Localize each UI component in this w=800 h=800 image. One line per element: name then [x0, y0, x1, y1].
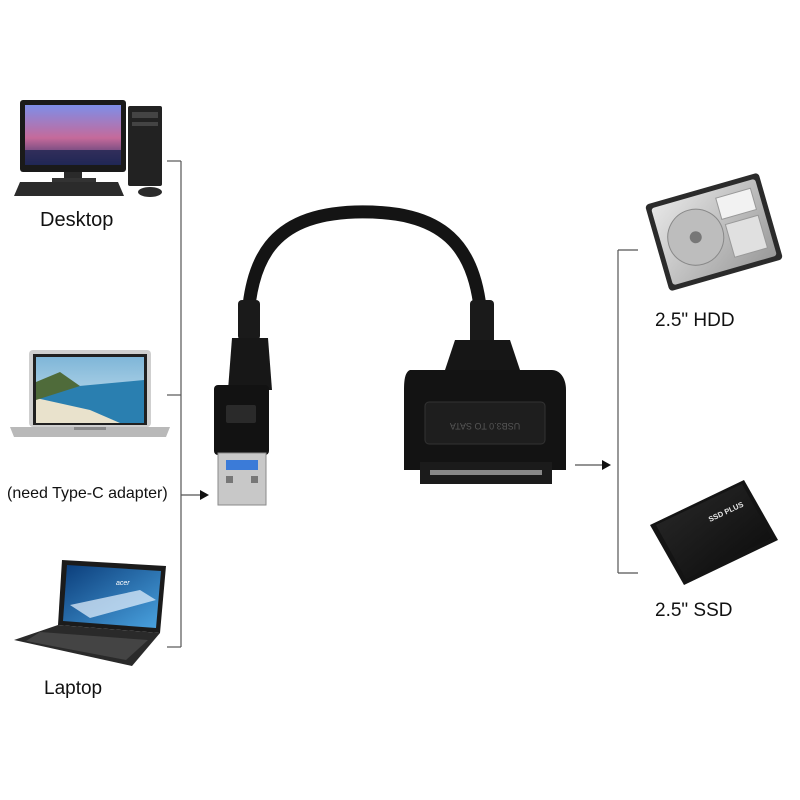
desktop-computer-icon [14, 100, 162, 197]
arrow-right-icon [200, 490, 209, 500]
adapter-engraving: USB3.0 TO SATA [450, 421, 520, 431]
target-bracket [575, 249, 638, 574]
macbook-icon [10, 350, 170, 437]
arrow-right-icon [602, 460, 611, 470]
type-c-adapter-note: (need Type-C adapter) [7, 485, 168, 502]
acer-logo: acer [116, 580, 130, 587]
target-label-hdd: 2.5" HDD [655, 310, 735, 331]
acer-laptop-icon: acer [14, 560, 166, 666]
source-label-laptop: Laptop [44, 678, 103, 699]
target-label-ssd: 2.5" SSD [655, 600, 733, 621]
source-bracket [167, 160, 200, 648]
source-label-desktop: Desktop [40, 209, 114, 231]
usb-sata-cable: USB3.0 TO SATA [214, 205, 566, 506]
ssd-drive-icon: SSD PLUS [650, 480, 778, 585]
hdd-drive-icon [645, 173, 783, 291]
